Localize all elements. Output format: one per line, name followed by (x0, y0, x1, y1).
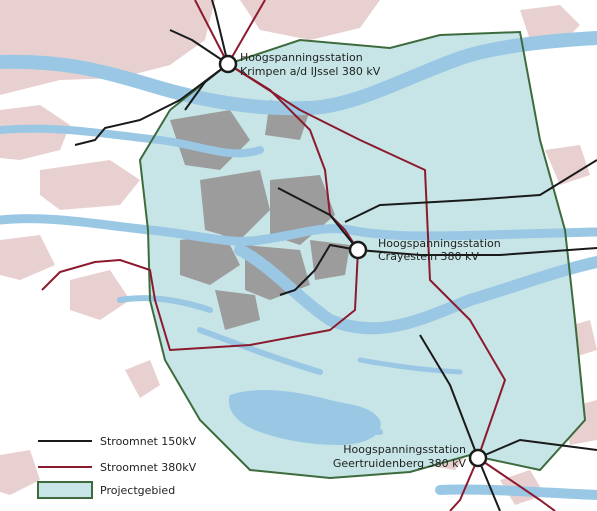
legend-label-project: Projectgebied (100, 484, 175, 497)
station-geertruidenberg: Hoogspanningsstation Geertruidenberg 380… (333, 443, 488, 470)
station-krimpen-marker (218, 54, 238, 74)
station-krimpen: Hoogspanningsstation Krimpen a/d IJssel … (218, 51, 381, 78)
station-crayestein-marker (348, 240, 368, 260)
station-krimpen-sub: Krimpen a/d IJssel 380 kV (240, 65, 381, 78)
legend-label-150kv: Stroomnet 150kV (100, 435, 197, 448)
station-krimpen-name: Hoogspanningsstation (240, 51, 363, 64)
station-crayestein: Hoogspanningsstation Crayestein 380 kV (348, 237, 501, 263)
legend-label-380kv: Stroomnet 380kV (100, 461, 197, 474)
station-geertruidenberg-name: Hoogspanningsstation (343, 443, 466, 456)
legend-symbol-project (37, 481, 93, 499)
legend: Stroomnet 150kV Stroomnet 380kV Projectg… (37, 435, 197, 499)
biesbosch-water (228, 390, 381, 445)
station-crayestein-sub: Crayestein 380 kV (378, 250, 479, 263)
station-crayestein-name: Hoogspanningsstation (378, 237, 501, 250)
station-geertruidenberg-marker (468, 448, 488, 468)
lines-380kv (41, 0, 556, 511)
water-bodies (0, 31, 597, 500)
lines-150kv (74, 0, 597, 511)
station-geertruidenberg-sub: Geertruidenberg 380 kV (333, 457, 467, 470)
